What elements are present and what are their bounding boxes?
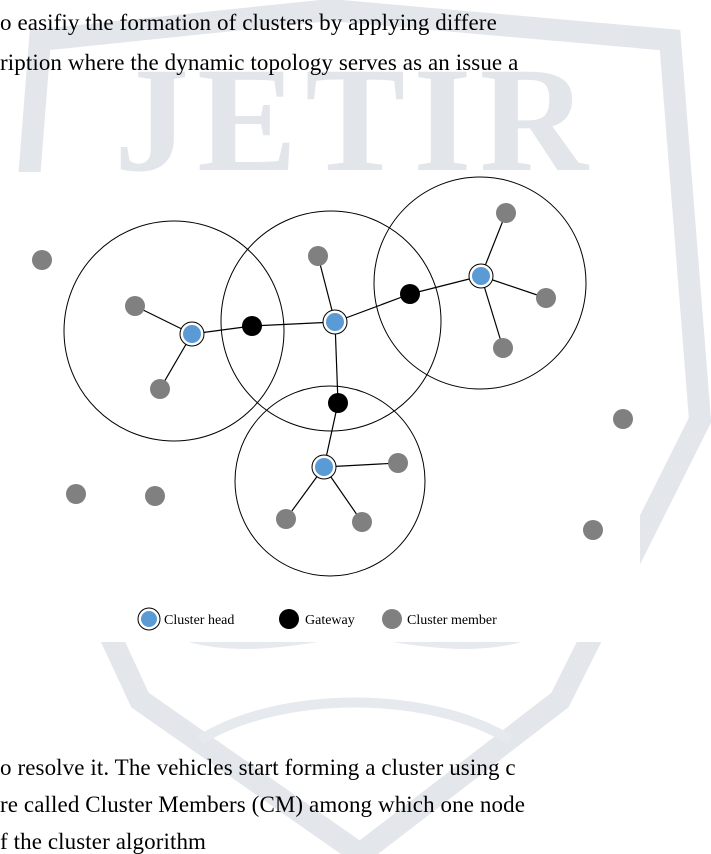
cluster-head-node: [179, 321, 205, 347]
gateway-node: [242, 316, 262, 336]
cluster-head-node: [311, 454, 337, 480]
legend-cluster-head-label: Cluster head: [164, 613, 234, 628]
body-text-line: o easifiy the formation of clusters by a…: [0, 10, 497, 35]
gateway-node: [328, 393, 348, 413]
legend-cluster-member-icon: [382, 609, 402, 629]
gateway-node: [400, 284, 420, 304]
cluster-heads: [179, 263, 494, 480]
cluster-member-node: [66, 484, 86, 504]
legend-cluster-member-label: Cluster member: [407, 613, 497, 628]
cluster-member-node: [536, 288, 556, 308]
legend-gateway-label: Gateway: [305, 613, 355, 628]
cluster-head-node: [322, 309, 348, 335]
cluster-member-node: [496, 203, 516, 223]
body-text-line: o resolve it. The vehicles start forming…: [0, 755, 516, 780]
cluster-range-circle: [220, 210, 442, 432]
cluster-range-circle: [234, 385, 426, 577]
cluster-member-node: [613, 409, 633, 429]
cluster-member-node: [276, 509, 296, 529]
link: [251, 321, 336, 327]
cluster-member-node: [150, 379, 170, 399]
link: [334, 293, 411, 323]
legend-gateway-icon: [279, 609, 299, 629]
cluster-member-node: [352, 512, 372, 532]
cluster-member-node: [32, 250, 52, 270]
gateways: [242, 284, 420, 413]
body-text-line: ription where the dynamic topology serve…: [0, 50, 519, 75]
cluster-head-node: [468, 263, 494, 289]
cluster-range-circle: [373, 176, 587, 390]
legend-cluster-head-icon: [137, 607, 161, 631]
cluster-member-node: [125, 296, 145, 316]
legend: Cluster head Gateway Cluster member: [137, 607, 497, 631]
link: [334, 321, 339, 404]
cluster-member-node: [493, 338, 513, 358]
cluster-members: [32, 203, 633, 540]
body-text-line: re called Cluster Members (CM) among whi…: [0, 792, 526, 817]
cluster-member-node: [583, 520, 603, 540]
cluster-range-circle: [63, 220, 285, 442]
body-text-line: f the cluster algorithm: [0, 829, 207, 854]
link: [480, 275, 504, 349]
figure-background: [0, 172, 640, 642]
watermark-branch: [197, 697, 513, 745]
cluster-member-node: [388, 453, 408, 473]
cluster-member-node: [145, 486, 165, 506]
cluster-member-node: [308, 246, 328, 266]
